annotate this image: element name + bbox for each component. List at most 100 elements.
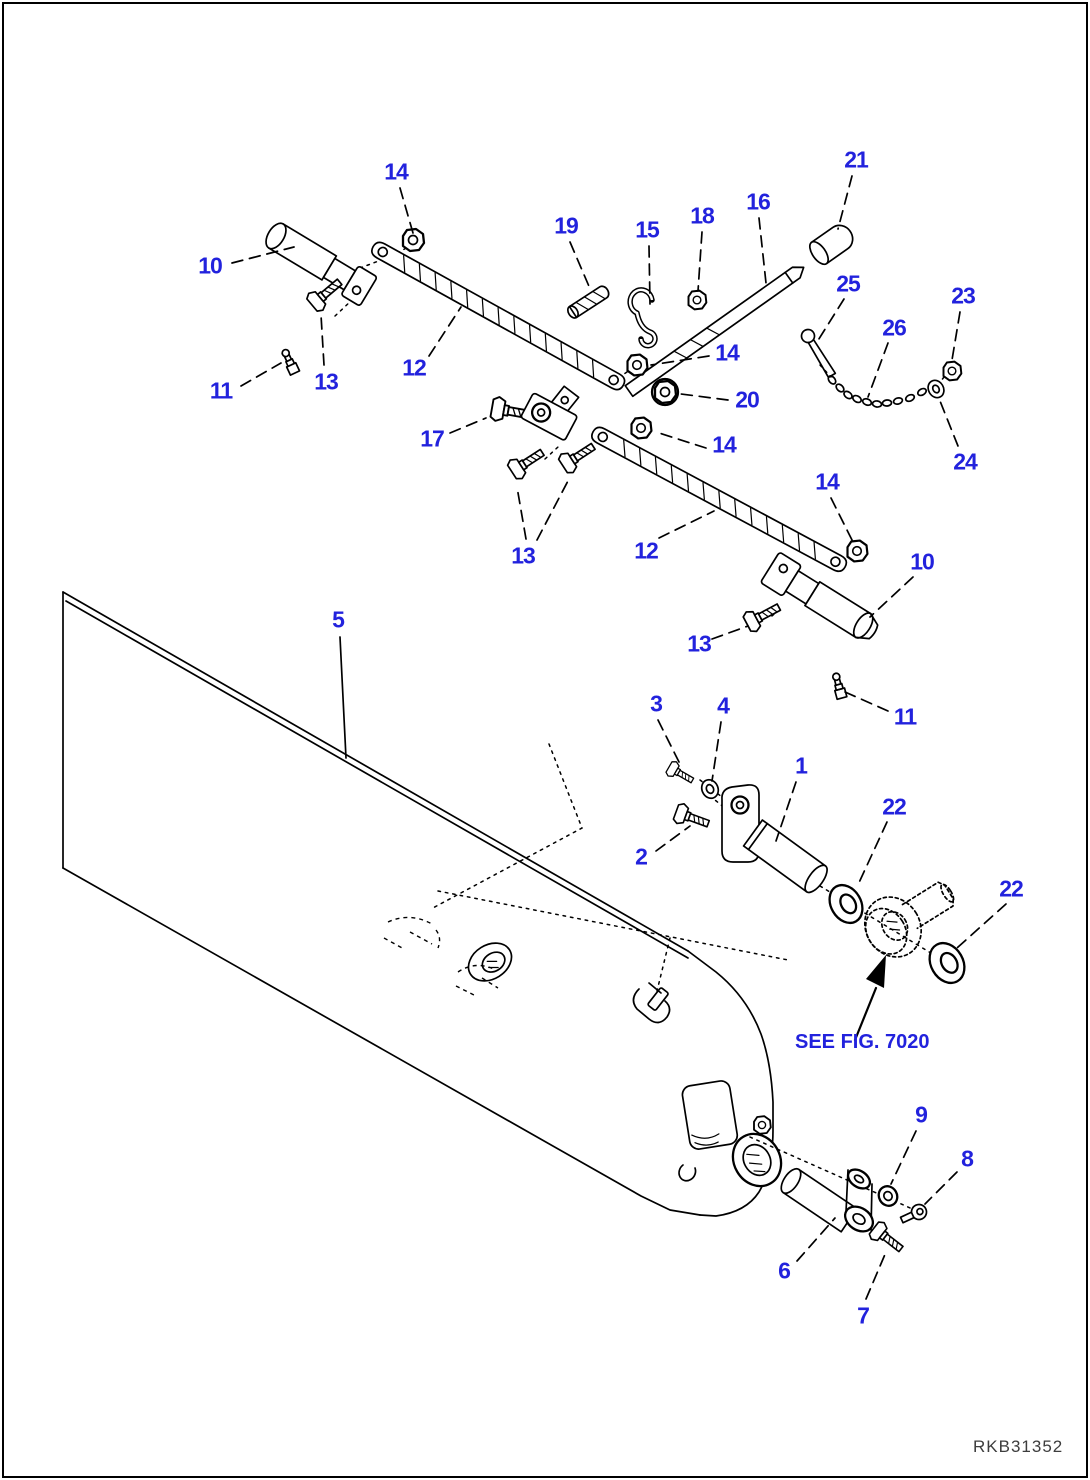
shackle-drawing bbox=[632, 982, 671, 1024]
leader-line bbox=[711, 721, 722, 782]
callout-13: 13 bbox=[511, 542, 536, 569]
leader-line bbox=[951, 311, 961, 361]
callout-4: 4 bbox=[717, 692, 730, 719]
hub-see-fig-7020 bbox=[863, 881, 955, 958]
leader-line bbox=[231, 246, 295, 264]
callout-9: 9 bbox=[915, 1101, 928, 1128]
pin-10-lower bbox=[760, 552, 879, 640]
nut-20 bbox=[650, 377, 680, 407]
leader-line bbox=[711, 625, 749, 640]
nut-14-c bbox=[630, 416, 653, 440]
leader-line bbox=[956, 903, 1007, 949]
leader-line bbox=[890, 1130, 917, 1185]
rod-16 bbox=[624, 266, 805, 398]
callout-13: 13 bbox=[687, 630, 712, 657]
leader-line bbox=[428, 306, 462, 357]
leader-line bbox=[680, 393, 729, 401]
callout-22: 22 bbox=[999, 875, 1024, 902]
leader-line bbox=[569, 241, 592, 292]
callout-12: 12 bbox=[634, 537, 659, 564]
cotter-pin-25 bbox=[800, 328, 837, 379]
see-fig-note: SEE FIG. 7020 bbox=[795, 1031, 930, 1053]
pin-10-upper bbox=[265, 222, 378, 306]
spring-pin-19 bbox=[566, 285, 610, 319]
leader-line bbox=[869, 576, 914, 618]
callout-17: 17 bbox=[420, 425, 445, 452]
callout-12: 12 bbox=[402, 354, 427, 381]
washer-9 bbox=[877, 1185, 899, 1207]
callout-11: 11 bbox=[209, 377, 233, 404]
leader-line bbox=[657, 719, 681, 765]
leader-line bbox=[775, 781, 797, 842]
drawing-number: RKB31352 bbox=[973, 1437, 1064, 1456]
bolt-8 bbox=[899, 1203, 928, 1224]
leader-line bbox=[758, 217, 767, 284]
leader-line bbox=[655, 825, 691, 852]
callout-11: 11 bbox=[893, 703, 917, 730]
leader-line bbox=[865, 1251, 887, 1300]
construction-lines bbox=[334, 247, 955, 1212]
callout-2: 2 bbox=[635, 843, 648, 870]
leader-line bbox=[796, 1217, 836, 1262]
leader-line bbox=[830, 497, 854, 543]
cap-21 bbox=[808, 224, 854, 266]
callout-23: 23 bbox=[951, 282, 976, 309]
leader-line bbox=[449, 417, 487, 434]
callout-16: 16 bbox=[746, 188, 771, 215]
leader-line bbox=[240, 362, 282, 387]
callout-13: 13 bbox=[314, 368, 339, 395]
nut-23 bbox=[942, 360, 963, 382]
leader-line bbox=[655, 431, 707, 449]
leader-line bbox=[399, 187, 414, 234]
callout-15: 15 bbox=[635, 216, 660, 243]
leader-line bbox=[937, 395, 959, 447]
washer-22-a bbox=[828, 883, 864, 925]
leader-line bbox=[816, 298, 845, 343]
bolt-13-mid-1 bbox=[505, 442, 550, 483]
callout-8: 8 bbox=[961, 1145, 974, 1172]
leader-line bbox=[658, 510, 715, 539]
plate-5-drawing bbox=[62, 591, 701, 1216]
bolt-13-mid-2 bbox=[556, 436, 601, 477]
bolt-13-lower bbox=[740, 596, 785, 635]
callout-26: 26 bbox=[882, 314, 907, 341]
nut-14-b bbox=[626, 353, 649, 377]
callout-18: 18 bbox=[690, 202, 715, 229]
washer-24 bbox=[927, 379, 945, 399]
leader-line bbox=[650, 355, 710, 366]
chain-26 bbox=[827, 375, 938, 408]
nut-18 bbox=[687, 289, 708, 311]
leader-line bbox=[648, 245, 651, 305]
grease-fitting-11-lower bbox=[829, 671, 848, 701]
callout-14: 14 bbox=[715, 339, 740, 366]
leader-line bbox=[837, 175, 853, 230]
leader-line bbox=[339, 636, 347, 759]
leader-line bbox=[924, 1171, 958, 1205]
callout-20: 20 bbox=[735, 386, 760, 413]
washer-22-b bbox=[928, 941, 966, 985]
callout-10: 10 bbox=[910, 548, 935, 575]
callout-14: 14 bbox=[815, 468, 840, 495]
leader-line bbox=[844, 691, 889, 712]
pin-6 bbox=[780, 1167, 875, 1233]
callout-14: 14 bbox=[712, 431, 737, 458]
pin-1 bbox=[721, 784, 828, 894]
see-fig-arrow bbox=[853, 955, 886, 1042]
callout-5: 5 bbox=[332, 606, 345, 633]
callout-22: 22 bbox=[882, 793, 907, 820]
callout-10: 10 bbox=[198, 252, 223, 279]
callout-14: 14 bbox=[384, 158, 409, 185]
callout-1: 1 bbox=[795, 752, 808, 779]
callout-21: 21 bbox=[844, 146, 869, 173]
nut-14-d bbox=[846, 539, 869, 563]
callout-24: 24 bbox=[953, 448, 978, 475]
bolt-3 bbox=[664, 759, 698, 789]
leader-line bbox=[856, 821, 888, 888]
clevis-bracket bbox=[520, 385, 580, 441]
callout-25: 25 bbox=[836, 270, 861, 297]
leader-line bbox=[320, 314, 325, 366]
leader-line bbox=[697, 231, 703, 292]
grease-fitting-11-upper bbox=[278, 346, 301, 376]
leader-line bbox=[536, 478, 570, 541]
